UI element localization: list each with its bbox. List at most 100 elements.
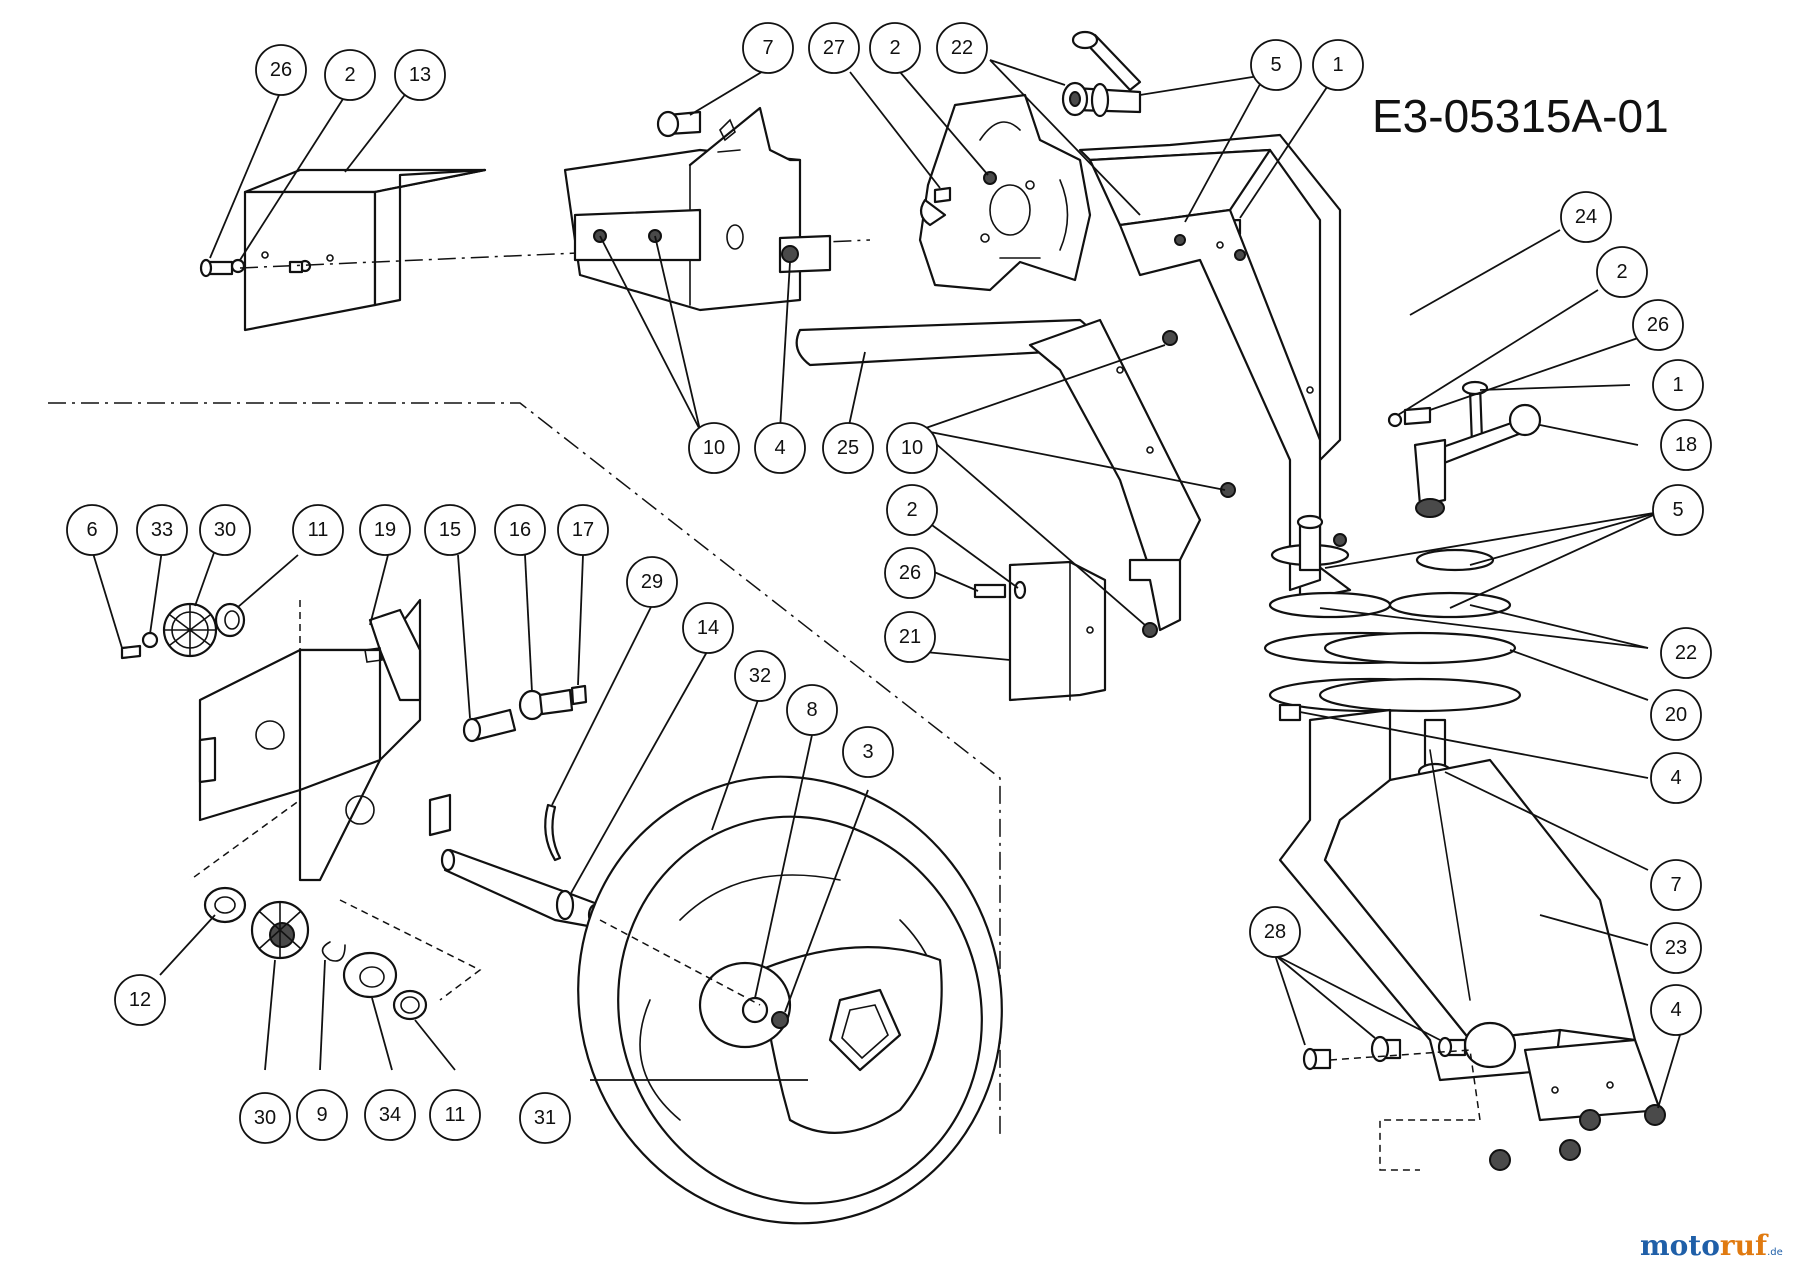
callout-8: 8 bbox=[786, 684, 838, 736]
svg-text:15: 15 bbox=[439, 519, 461, 541]
callout-6: 6 bbox=[66, 504, 118, 556]
callout-10: 10 bbox=[886, 422, 938, 474]
svg-text:5: 5 bbox=[1672, 499, 1683, 521]
part-25-column-sleeve bbox=[795, 318, 1236, 632]
callout-30: 30 bbox=[199, 504, 251, 556]
part-11-bushing-top bbox=[214, 602, 246, 638]
svg-text:11: 11 bbox=[308, 519, 329, 541]
callout-14: 14 bbox=[682, 602, 734, 654]
part-15-16-17-pins bbox=[462, 684, 588, 743]
part-bracket-upper bbox=[563, 106, 832, 312]
callout-7: 7 bbox=[742, 22, 794, 74]
svg-text:22: 22 bbox=[951, 37, 973, 59]
callout-18: 18 bbox=[1660, 419, 1712, 471]
svg-text:7: 7 bbox=[1670, 874, 1681, 896]
axis-line-gears bbox=[189, 600, 301, 881]
callout-25: 25 bbox=[822, 422, 874, 474]
svg-text:4: 4 bbox=[1670, 999, 1681, 1021]
watermark-logo: motoruf.de bbox=[1640, 1229, 1783, 1262]
callout-4: 4 bbox=[1650, 752, 1702, 804]
svg-text:10: 10 bbox=[703, 437, 725, 459]
svg-text:22: 22 bbox=[1675, 642, 1697, 664]
callout-2: 2 bbox=[324, 49, 376, 101]
svg-text:19: 19 bbox=[374, 519, 396, 541]
svg-text:16: 16 bbox=[509, 519, 531, 541]
part-9-circlip bbox=[321, 941, 346, 962]
part-33-washer bbox=[141, 631, 159, 649]
svg-text:28: 28 bbox=[1264, 921, 1286, 943]
svg-text:1: 1 bbox=[1332, 54, 1343, 76]
callout-11: 11 bbox=[292, 504, 344, 556]
axis-line-gears-lower bbox=[339, 899, 482, 1001]
callout-7: 7 bbox=[1650, 859, 1702, 911]
svg-text:8: 8 bbox=[806, 699, 817, 721]
callouts: 26 2 13 7 27 2 22 5 1 24 2 26 1 18 10 4 … bbox=[66, 22, 1712, 1144]
svg-text:4: 4 bbox=[1670, 767, 1681, 789]
svg-text:24: 24 bbox=[1575, 206, 1597, 228]
part-30-gear-top bbox=[162, 602, 218, 658]
svg-text:26: 26 bbox=[270, 59, 292, 81]
svg-text:29: 29 bbox=[641, 571, 663, 593]
svg-text:17: 17 bbox=[572, 519, 594, 541]
part-18-lever bbox=[1413, 403, 1542, 518]
diagram-code-label: E3-05315A-01 bbox=[1372, 90, 1669, 142]
svg-text:2: 2 bbox=[344, 64, 355, 86]
svg-text:6: 6 bbox=[86, 519, 97, 541]
callout-29: 29 bbox=[626, 556, 678, 608]
callout-16: 16 bbox=[494, 504, 546, 556]
part-2-washer-left bbox=[230, 258, 312, 274]
svg-text:9: 9 bbox=[316, 1104, 327, 1126]
callout-23: 23 bbox=[1650, 922, 1702, 974]
axis-line-shaft bbox=[599, 919, 761, 1006]
svg-text:32: 32 bbox=[749, 665, 771, 687]
callout-20: 20 bbox=[1650, 689, 1702, 741]
svg-text:26: 26 bbox=[1647, 314, 1669, 336]
callout-5: 5 bbox=[1250, 39, 1302, 91]
callout-32: 32 bbox=[734, 650, 786, 702]
part-hub-center bbox=[698, 961, 792, 1049]
callout-2: 2 bbox=[886, 484, 938, 536]
svg-text:20: 20 bbox=[1665, 704, 1687, 726]
part-21-bracket bbox=[973, 560, 1158, 702]
callout-1: 1 bbox=[1312, 39, 1364, 91]
part-28-bolts bbox=[1302, 1035, 1467, 1071]
part-14-steering-shaft bbox=[440, 848, 612, 932]
part-6-screw bbox=[120, 644, 142, 660]
svg-text:25: 25 bbox=[837, 437, 859, 459]
svg-text:11: 11 bbox=[445, 1104, 466, 1126]
callout-24: 24 bbox=[1560, 191, 1612, 243]
callout-28: 28 bbox=[1249, 906, 1301, 958]
callout-22: 22 bbox=[936, 22, 988, 74]
callout-11: 11 bbox=[429, 1089, 481, 1141]
callout-30: 30 bbox=[239, 1092, 291, 1144]
callout-4: 4 bbox=[754, 422, 806, 474]
callout-5: 5 bbox=[1652, 484, 1704, 536]
svg-text:18: 18 bbox=[1675, 434, 1697, 456]
svg-text:4: 4 bbox=[774, 437, 785, 459]
svg-text:34: 34 bbox=[379, 1104, 401, 1126]
part-34-washer bbox=[342, 951, 398, 999]
callout-9: 9 bbox=[296, 1089, 348, 1141]
part-31-horn-pad bbox=[758, 946, 943, 1134]
part-22-bushing-top bbox=[1061, 30, 1142, 118]
part-12-bushing bbox=[203, 886, 247, 924]
part-23-lower-column bbox=[1278, 708, 1662, 1122]
part-30-gear-lower bbox=[250, 900, 310, 960]
part-29-cotter-pin bbox=[544, 803, 562, 862]
svg-text:2: 2 bbox=[906, 499, 917, 521]
part-26-bolt-left bbox=[199, 258, 234, 278]
callout-34: 34 bbox=[364, 1089, 416, 1141]
callout-15: 15 bbox=[424, 504, 476, 556]
svg-text:3: 3 bbox=[862, 741, 873, 763]
callout-12: 12 bbox=[114, 974, 166, 1026]
callout-26: 26 bbox=[884, 547, 936, 599]
svg-text:27: 27 bbox=[823, 37, 845, 59]
svg-text:motoruf.de: motoruf.de bbox=[1640, 1229, 1783, 1262]
svg-text:5: 5 bbox=[1270, 54, 1281, 76]
svg-text:2: 2 bbox=[889, 37, 900, 59]
part-7-pin-top bbox=[656, 110, 702, 138]
part-discs-stack bbox=[1263, 514, 1522, 782]
callout-3: 3 bbox=[842, 726, 894, 778]
callout-2: 2 bbox=[1596, 246, 1648, 298]
